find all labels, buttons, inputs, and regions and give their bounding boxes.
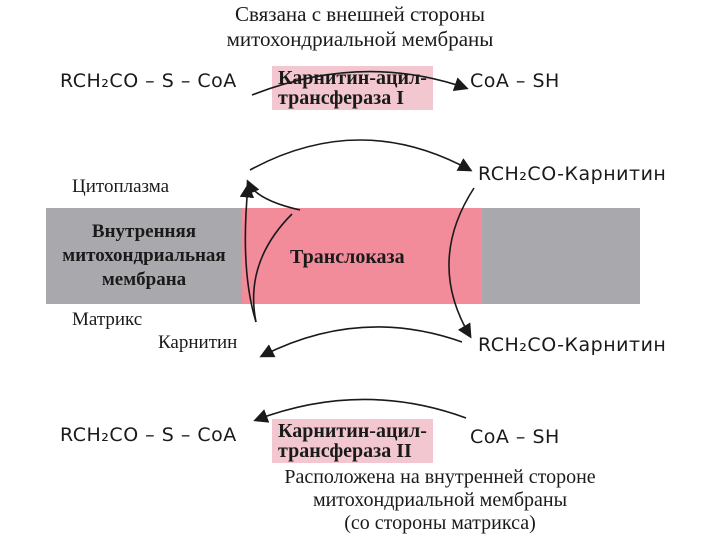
bottom-product-formula: CoA – SH <box>470 426 560 448</box>
top-caption: Связана с внешней стороны митохондриальн… <box>180 2 540 52</box>
translocase-label: Транслоказа <box>290 246 405 268</box>
top-caption-line1: Связана с внешней стороны <box>234 2 486 26</box>
bottom-carnitine-ester: RCH₂CO-Карнитин <box>478 334 667 356</box>
membrane-label-line1: Внутренняя <box>91 221 197 242</box>
membrane-label: Внутренняя митохондриальная мембрана <box>46 220 242 292</box>
ester-import-arrow <box>448 187 475 339</box>
ester-formation-arrow <box>249 139 473 172</box>
membrane-left-gray <box>46 208 242 304</box>
carnitine-export-arrow <box>239 183 257 323</box>
carnitine-to-cytoplasm-arrow <box>246 179 301 211</box>
ester-to-matrix-arrow <box>259 326 463 358</box>
top-substrate-formula: RCH₂CO – S – CoA <box>60 70 237 92</box>
cytoplasm-label: Цитоплазма <box>72 176 170 197</box>
top-product-formula: CoA – SH <box>470 70 560 92</box>
carnitine-return-arrow <box>252 213 293 323</box>
enzyme-cat1-line2: трансфераза I <box>278 87 404 109</box>
membrane-right-gray <box>482 208 640 304</box>
bottom-substrate-formula: RCH₂CO – S – CoA <box>60 424 237 446</box>
top-caption-line2: митохондриальной мембраны <box>226 27 494 51</box>
membrane-label-line3: мембрана <box>101 269 187 290</box>
bottom-caption-line3: (со стороны матрикса) <box>344 512 536 534</box>
top-reaction-arrow <box>251 70 469 96</box>
inner-membrane-band: Внутренняя митохондриальная мембрана <box>46 208 640 304</box>
bottom-caption-line1: Расположена на внутренней стороне <box>284 466 596 488</box>
enzyme-cat2-box: Карнитин-ацил- трансфераза II <box>272 419 433 463</box>
enzyme-cat2-line2: трансфераза II <box>278 440 412 462</box>
carnitine-label: Карнитин <box>158 332 238 353</box>
bottom-caption-line2: митохондриальной мембраны <box>312 489 568 511</box>
membrane-label-line2: митохондриальная <box>62 245 226 266</box>
enzyme-cat2-line1: Карнитин-ацил- <box>278 420 427 442</box>
bottom-reaction-arrow <box>253 398 467 423</box>
bottom-caption: Расположена на внутренней стороне митохо… <box>230 466 650 535</box>
matrix-label: Матрикс <box>72 309 143 330</box>
top-carnitine-ester: RCH₂CO-Карнитин <box>478 163 667 185</box>
